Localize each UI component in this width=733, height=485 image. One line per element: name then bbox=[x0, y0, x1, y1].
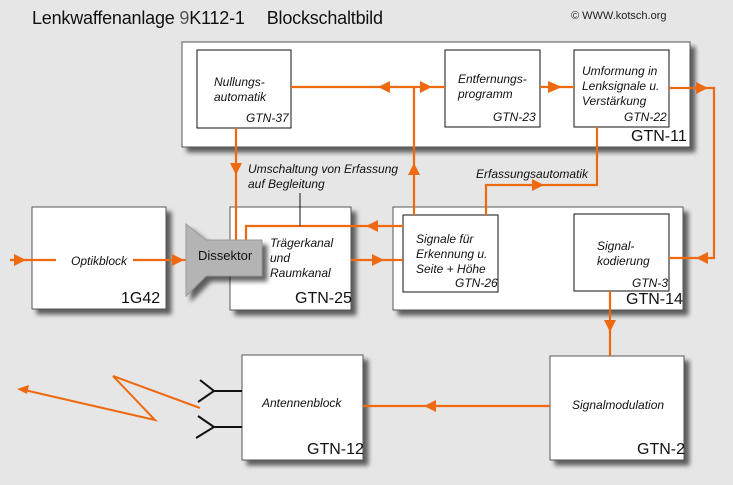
block-kodierung-label: Signal- kodierung bbox=[597, 239, 650, 268]
arrowhead bbox=[408, 163, 420, 175]
block-modulation-box bbox=[549, 355, 685, 461]
arrowhead bbox=[548, 81, 562, 93]
block-antenne-box bbox=[241, 354, 364, 461]
block-modulation-label: Signalmodulation bbox=[572, 398, 665, 412]
block-kodierung-code: GTN-3 bbox=[632, 276, 668, 290]
block-optik-label: Optikblock bbox=[68, 254, 131, 269]
block-antenne-code: GTN-12 bbox=[307, 441, 364, 458]
arrowhead bbox=[366, 220, 378, 232]
arrowhead bbox=[17, 385, 29, 394]
block-kodierung-box bbox=[573, 213, 670, 292]
dissektor-shape bbox=[185, 222, 263, 298]
arrowhead bbox=[172, 254, 184, 266]
diagram-title: Lenkwaffenanlage 9K112-1 Blockschaltbild bbox=[32, 8, 383, 29]
title-subtitle: Blockschaltbild bbox=[266, 8, 383, 28]
arrowhead bbox=[696, 252, 708, 264]
annotation-erfassung: Erfassungsautomatik bbox=[476, 167, 589, 181]
annotation-umschaltung: Umschaltung von Erfassung auf Begleitung bbox=[248, 162, 399, 191]
block-umformung-label: Umformung in Lenksignale u. Verstärkung bbox=[582, 64, 660, 108]
block-umformung-box bbox=[573, 49, 670, 128]
title-digit: 9 bbox=[179, 8, 190, 28]
block-entfernung-code: GTN-23 bbox=[493, 110, 536, 124]
block-signale-label: Signale für Erkennung u. Seite + Höhe bbox=[416, 232, 488, 276]
block-traeger-code: GTN-25 bbox=[295, 290, 352, 307]
antenna-lower-icon bbox=[195, 415, 216, 439]
arrowhead bbox=[532, 179, 544, 191]
arrowhead bbox=[420, 81, 432, 93]
block-signale-box bbox=[402, 214, 499, 293]
arrowhead bbox=[378, 81, 390, 93]
block-signale-code: GTN-26 bbox=[455, 276, 498, 290]
radio-link-zigzag bbox=[19, 375, 201, 422]
arrowhead bbox=[230, 163, 242, 175]
block-traeger-label: Trägerkanal und Raumkanal bbox=[270, 236, 334, 280]
arrowhead bbox=[424, 400, 436, 412]
copyright-notice: © WWW.kotsch.org bbox=[571, 10, 667, 22]
block-entfernung-box bbox=[444, 49, 541, 128]
block-antenne-label: Antennenblock bbox=[262, 396, 342, 410]
line-umformung-kodierung bbox=[669, 86, 716, 260]
block-nullung-label: Nullungs- automatik bbox=[214, 75, 267, 104]
line-signale-traeger-upper bbox=[244, 224, 403, 240]
block-optik-code: 1G42 bbox=[121, 290, 161, 307]
block-entfernung-label: Entfernungs- programm bbox=[458, 72, 527, 101]
arrowhead bbox=[696, 82, 708, 94]
block-nullung-code: GTN-37 bbox=[246, 111, 289, 125]
arrowhead bbox=[372, 254, 384, 266]
block-modulation-code: GTN-2 bbox=[637, 441, 685, 458]
arrowhead bbox=[604, 320, 616, 332]
arrowhead bbox=[14, 254, 26, 266]
title-prefix: Lenkwaffenanlage bbox=[32, 8, 180, 28]
title-model: K112-1 bbox=[189, 8, 245, 28]
group-gtn11-code: GTN-11 bbox=[631, 128, 687, 145]
block-nullung-box bbox=[196, 49, 292, 129]
antenna-upper-icon bbox=[197, 379, 216, 403]
group-gtn14-code: GTN-14 bbox=[626, 291, 683, 308]
block-dissektor-label: Dissektor bbox=[198, 248, 253, 263]
block-umformung-code: GTN-22 bbox=[624, 110, 667, 124]
